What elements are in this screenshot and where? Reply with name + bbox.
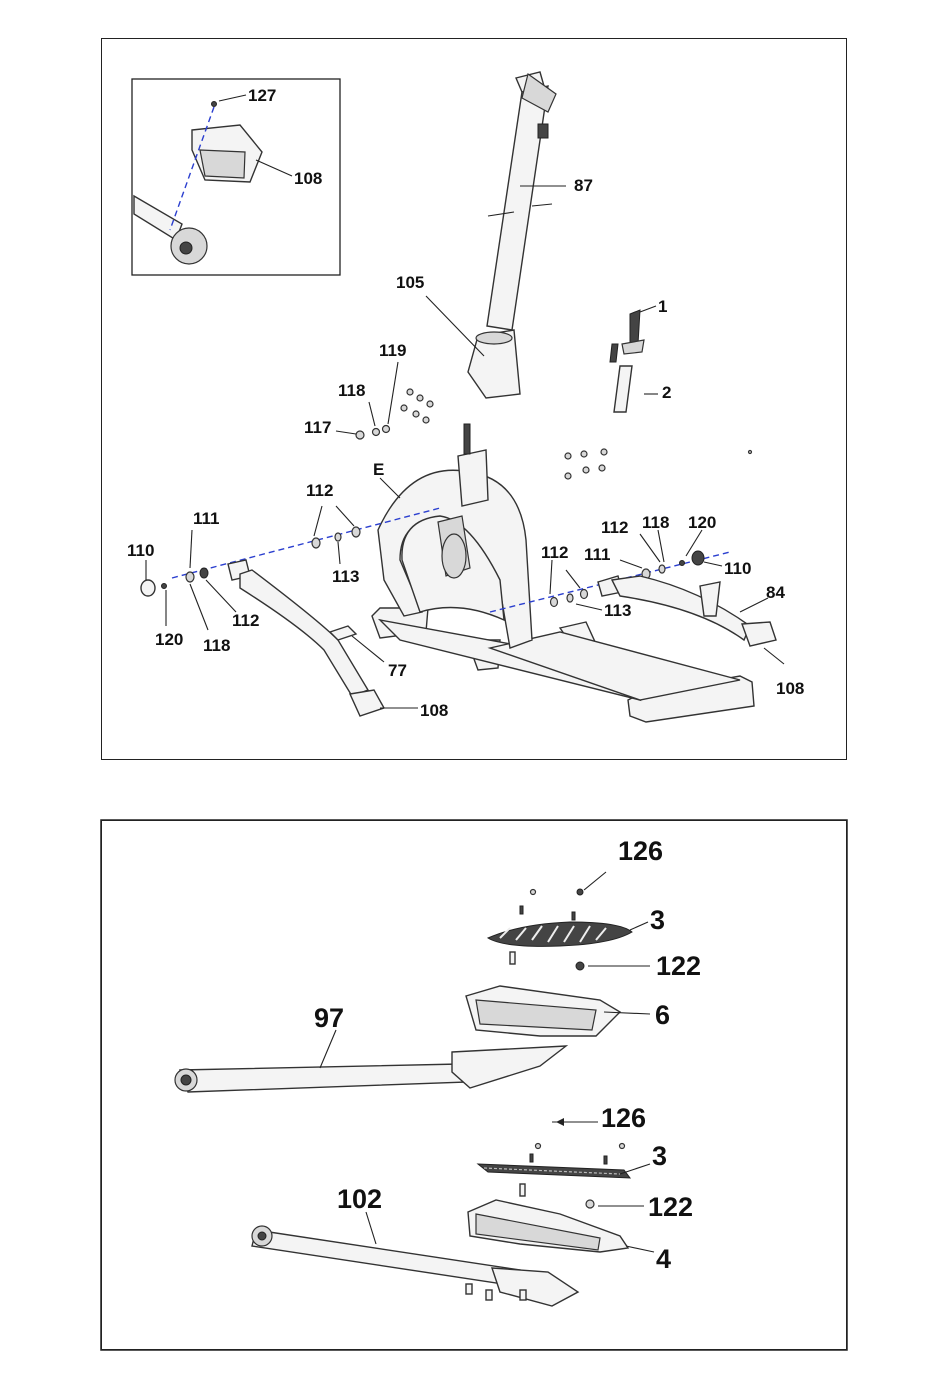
label-117: 117 — [304, 418, 331, 437]
label-118-left: 118 — [203, 636, 230, 655]
label-77: 77 — [388, 661, 407, 680]
label-120-left: 120 — [155, 630, 183, 649]
label-110-left: 110 — [127, 541, 154, 560]
label-108-right: 108 — [776, 679, 804, 698]
label-110-right: 110 — [724, 559, 751, 578]
label-111-right: 111 — [584, 545, 611, 564]
label-2: 2 — [662, 383, 671, 402]
label-118-right: 118 — [642, 513, 669, 532]
main-frame — [372, 424, 754, 722]
label-119: 119 — [379, 341, 406, 360]
label-120-right: 120 — [688, 513, 716, 532]
label-108-left: 108 — [420, 701, 448, 720]
label-108-inset: 108 — [294, 169, 322, 188]
tube-2 — [614, 366, 658, 412]
label-118-top: 118 — [338, 381, 365, 400]
label-112-right: 112 — [601, 518, 628, 537]
label-105: 105 — [396, 273, 424, 292]
label-84: 84 — [766, 583, 785, 602]
label-112-left: 112 — [232, 611, 259, 630]
label-112-center: 112 — [306, 481, 333, 500]
pedal-assembly-frame — [101, 820, 847, 1350]
label-113-right: 113 — [604, 601, 631, 620]
adjustment-knob-1 — [610, 306, 656, 362]
upper-post-87 — [487, 72, 566, 330]
label-112-right-inner: 112 — [541, 543, 568, 562]
label-E: E — [373, 460, 384, 479]
hardware-cluster-left — [336, 362, 433, 439]
label-1: 1 — [658, 297, 667, 316]
label-111-left: 111 — [193, 509, 220, 528]
label-127: 127 — [248, 86, 276, 105]
hardware-cluster-right — [565, 449, 752, 479]
label-113-center: 113 — [332, 567, 359, 586]
label-87: 87 — [574, 176, 593, 195]
